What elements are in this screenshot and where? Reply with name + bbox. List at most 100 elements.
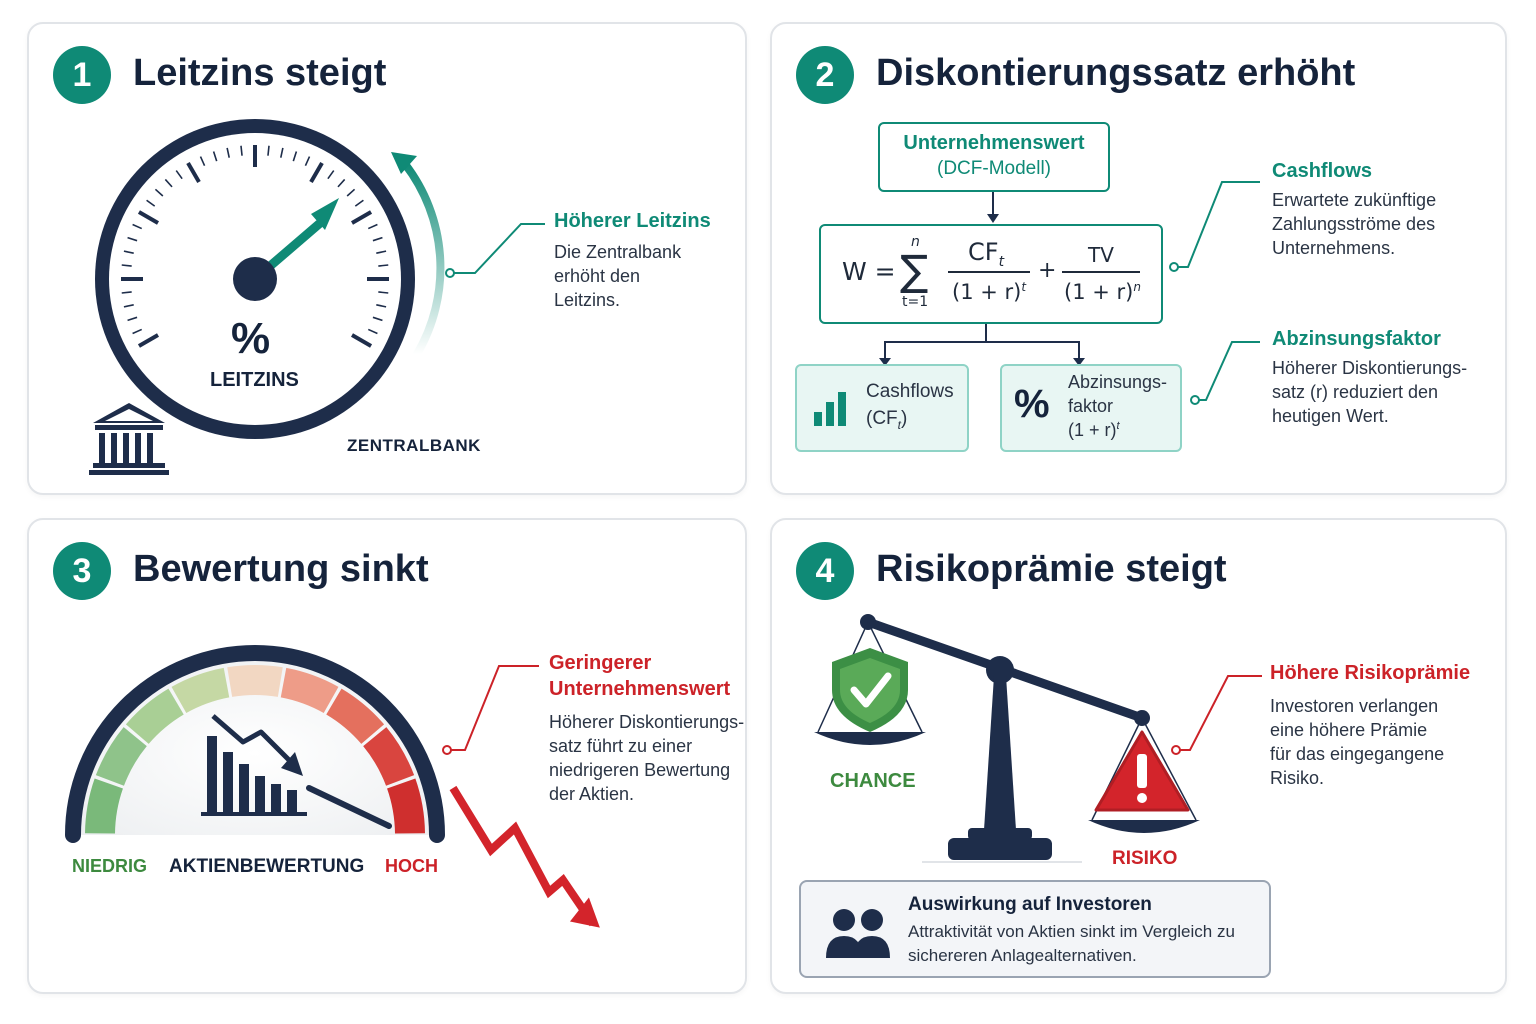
percent-icon: % (231, 314, 271, 363)
gauge-tick (137, 210, 160, 225)
gauge-segment (95, 727, 147, 786)
bank-label: ZENTRALBANK (347, 436, 481, 455)
abzinsung-line: Abzinsungs- (1068, 372, 1168, 392)
gauge-tick (154, 188, 164, 197)
abzinsung-box (1000, 364, 1182, 452)
callout-text-line: satz führt zu einer (549, 736, 693, 756)
callout-text-line: eine höhere Prämie (1270, 720, 1428, 740)
cf-paren-end: ) (901, 408, 908, 429)
gauge-tick (304, 156, 311, 167)
gauge-segment (280, 667, 339, 714)
callout-text-line: Risiko. (1270, 768, 1325, 788)
fraction-bar (948, 271, 1030, 273)
panel-title-diskontierungssatz: Diskontierungssatz erhöht (876, 52, 1356, 94)
callout-heading-risiko: Höhere Risikoprämie (1270, 662, 1471, 684)
gauge-tick (346, 188, 356, 197)
panel-leitzins: 1 Leitzins steigt % LEITZINS (27, 22, 747, 495)
gauge-segment (387, 778, 425, 834)
den1-text: (1 + r) (952, 280, 1022, 304)
panel-diskontierungssatz: 2 Diskontierungssatz erhöht Unternehmens… (770, 22, 1507, 495)
gauge-tick (123, 303, 134, 308)
gauge-tick (164, 178, 173, 188)
callout-text-line: satz (r) reduziert den (1272, 382, 1439, 402)
step-number-2: 2 (796, 46, 854, 104)
abz-sup: t (1116, 420, 1120, 432)
gauge-tick (127, 236, 138, 242)
callout-text-line: Investoren verlangen (1270, 696, 1439, 716)
gauge-tick (337, 178, 346, 188)
panel-risikopraemie: 4 Risikoprämie steigt CHANCE RISIKO Hö (770, 518, 1507, 994)
gauge-tick (309, 161, 324, 184)
cf-paren: (CF (866, 408, 898, 429)
den2-sup: n (1133, 280, 1141, 294)
cf-text: CF (968, 238, 999, 266)
valuation-gauge-icon (65, 645, 600, 928)
gauge-tick (175, 170, 183, 180)
percent-icon: % (1014, 382, 1050, 426)
callout-text-line: Zahlungsströme des (1272, 214, 1436, 234)
label-hoch: HOCH (385, 856, 438, 876)
formula-tv: TV (1088, 243, 1114, 267)
sum-icon: ∑ (900, 246, 929, 295)
gauge-tick (376, 303, 387, 308)
flow-connectors (879, 181, 1260, 405)
gauge-tick (137, 333, 160, 348)
callout-text-line: Leitzins. (554, 290, 621, 310)
callout-text-line: Höherer Diskontierungs- (549, 712, 745, 732)
panel-title-bewertung: Bewertung sinkt (133, 548, 429, 590)
callout-heading-cashflows: Cashflows (1272, 160, 1373, 182)
dcf-formula-box (819, 224, 1163, 324)
formula-w: W = (842, 257, 896, 286)
cashflows-box (795, 364, 969, 452)
sum-upper: n (911, 234, 920, 250)
formula-plus: + (1038, 258, 1057, 283)
panel-bewertung: 3 Bewertung sinkt NIED (27, 518, 747, 994)
step-number-4: 4 (796, 542, 854, 600)
callout-text-line: Die Zentralbank (554, 242, 682, 262)
gauge-tick (121, 264, 132, 267)
abz-text: (1 + r) (1068, 420, 1117, 440)
sum-lower: t=1 (902, 294, 929, 310)
gauge-tick (372, 316, 383, 322)
cashflows-box-label: Cashflows (866, 381, 954, 402)
step-number-1: 1 (53, 46, 111, 104)
gauge-tick (327, 170, 335, 180)
label-niedrig: NIEDRIG (72, 856, 148, 876)
investor-box-line: sichereren Anlagealternativen. (908, 946, 1137, 965)
panel-title-risikopraemie: Risikoprämie steigt (876, 548, 1227, 590)
label-aktienbewertung: AKTIENBEWERTUNG (169, 856, 365, 877)
formula-cf: CFt (968, 238, 1004, 270)
formula-den2: (1 + r)n (1064, 280, 1141, 304)
gauge-tick (186, 161, 201, 184)
cashflows-box-sub: (CFt) (866, 408, 907, 432)
investors-icon (826, 909, 890, 958)
investor-box-heading: Auswirkung auf Investoren (908, 894, 1152, 915)
investor-impact-box (799, 880, 1271, 978)
bank-icon (89, 403, 169, 475)
gauge-tick (267, 145, 270, 156)
gauge-tick (240, 145, 243, 156)
gauge-tick (212, 151, 218, 162)
cf-sub: t (998, 253, 1005, 270)
balance-scale-icon (814, 614, 1262, 863)
gauge-tick (376, 250, 387, 255)
gauge-label: LEITZINS (210, 369, 299, 391)
gauge-segment (363, 727, 415, 786)
gauge-tick (146, 199, 156, 207)
leitzins-gauge-icon (95, 119, 545, 439)
gauge-tick (350, 210, 373, 225)
callout-text-line: erhöht den (554, 266, 641, 286)
gauge-tick (199, 156, 206, 167)
gauge-tick (123, 250, 134, 255)
gauge-tick (132, 223, 143, 230)
callout-heading-abzinsung: Abzinsungsfaktor (1272, 328, 1441, 350)
gauge-segment (125, 688, 184, 744)
callout-text-line: Unternehmens. (1272, 238, 1396, 258)
panel-title-leitzins: Leitzins steigt (133, 52, 387, 94)
gauge-tick (372, 236, 383, 242)
gauge-segment (171, 667, 230, 714)
box-title: Unternehmenswert (903, 132, 1085, 154)
unternehmenswert-box (878, 122, 1110, 192)
label-risiko: RISIKO (1112, 848, 1178, 869)
callout-text-line: der Aktien. (549, 784, 635, 804)
